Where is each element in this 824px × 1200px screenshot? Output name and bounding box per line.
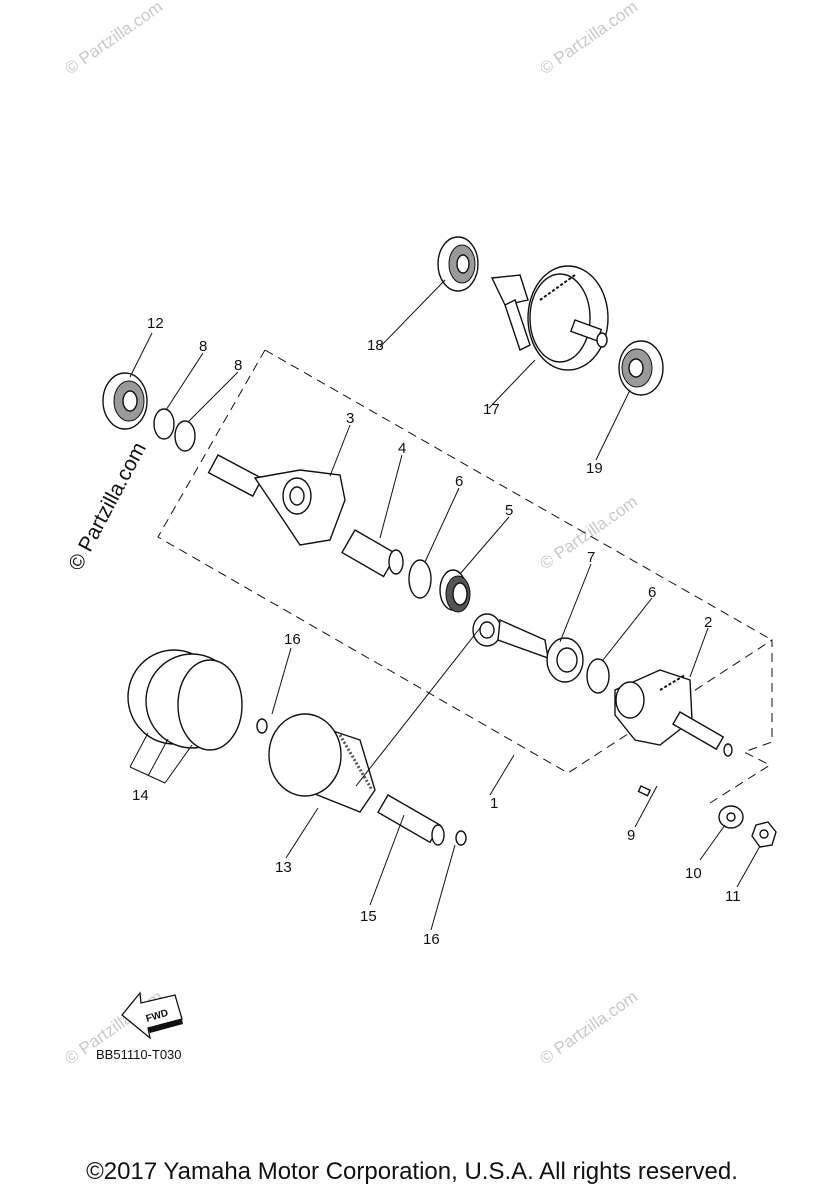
- washer-10: [718, 805, 744, 829]
- nut-11: [751, 821, 777, 848]
- watermark-vertical: © Partzilla.com: [64, 439, 151, 575]
- callout-15[interactable]: 15: [360, 908, 377, 925]
- callout-5[interactable]: 5: [505, 502, 513, 519]
- watermarks: © Partzilla.com © Partzilla.com © Partzi…: [61, 0, 641, 1068]
- boundary-edge: [264, 349, 773, 641]
- shim-8: [153, 408, 175, 440]
- watermark-text: © Partzilla.com: [536, 987, 641, 1068]
- callout-1[interactable]: 1: [490, 795, 498, 812]
- piston-pin-15: [377, 794, 445, 846]
- diagram-code: BB51110-T030: [96, 1047, 182, 1062]
- crank-half-3: [207, 454, 346, 546]
- forward-direction-indicator: FWD: [121, 991, 183, 1040]
- balancer-shaft-17: [490, 265, 609, 371]
- callout-6[interactable]: 6: [455, 473, 463, 490]
- watermark-text: © Partzilla.com: [61, 0, 166, 78]
- callout-16[interactable]: 16: [423, 931, 440, 948]
- needle-bearing-5: [439, 569, 471, 613]
- callout-2[interactable]: 2: [704, 614, 712, 631]
- bearing-18: [437, 236, 479, 292]
- bearing-19: [618, 340, 664, 396]
- crank-pin-4: [341, 529, 404, 578]
- callout-17[interactable]: 17: [483, 401, 500, 418]
- callout-10[interactable]: 10: [685, 865, 702, 882]
- connecting-rod-7: [472, 613, 584, 683]
- callout-7[interactable]: 7: [587, 549, 595, 566]
- callout-11[interactable]: 11: [725, 888, 741, 905]
- washer-6: [586, 658, 610, 694]
- callouts: 1 2 3 4 5 6 6 7 8 8 9 10 11 12 13 14 15 …: [132, 315, 741, 948]
- piston-rings-14: [127, 649, 243, 751]
- crankshaft-assembly-boundary: [157, 349, 773, 804]
- watermark-text: © Partzilla.com: [536, 0, 641, 78]
- callout-12[interactable]: 12: [147, 315, 164, 332]
- callout-3[interactable]: 3: [346, 410, 354, 427]
- shim-8: [174, 420, 196, 452]
- callout-13[interactable]: 13: [275, 859, 292, 876]
- leader-lines: [129, 279, 761, 931]
- callout-9[interactable]: 9: [627, 827, 635, 844]
- callout-4[interactable]: 4: [398, 440, 406, 457]
- callout-18[interactable]: 18: [367, 337, 384, 354]
- crank-half-2: [614, 669, 733, 757]
- piston-pin-clip-16: [256, 718, 268, 734]
- callout-6[interactable]: 6: [648, 584, 656, 601]
- piston-pin-clip-16: [455, 830, 467, 846]
- washer-6: [408, 559, 432, 599]
- callout-8[interactable]: 8: [199, 338, 207, 355]
- woodruff-key-9: [637, 785, 651, 797]
- bearing-12: [102, 372, 148, 430]
- copyright-notice: ©2017 Yamaha Motor Corporation, U.S.A. A…: [86, 1158, 738, 1185]
- callout-8[interactable]: 8: [234, 357, 242, 374]
- callout-16[interactable]: 16: [284, 631, 301, 648]
- exploded-parts-diagram: © Partzilla.com © Partzilla.com © Partzi…: [61, 0, 777, 1068]
- piston-13: [268, 713, 376, 813]
- callout-14[interactable]: 14: [132, 787, 149, 804]
- callout-19[interactable]: 19: [586, 460, 603, 477]
